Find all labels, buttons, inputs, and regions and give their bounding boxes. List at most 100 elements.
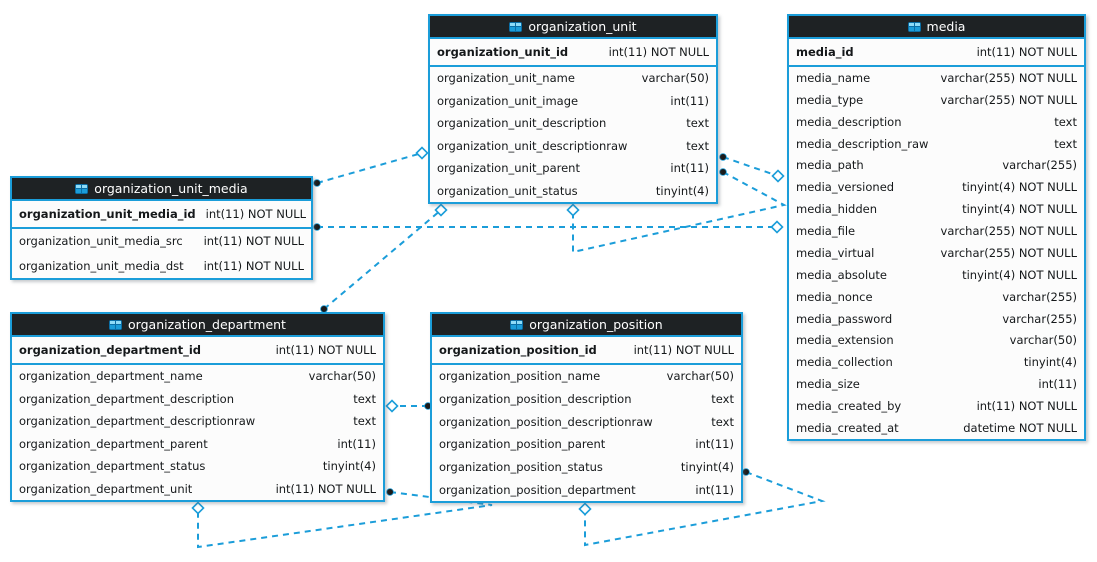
relation-endpoint-diamond bbox=[578, 502, 592, 516]
table-icon bbox=[509, 21, 523, 32]
column-type: int(11) bbox=[1038, 377, 1077, 392]
column-type: varchar(50) bbox=[666, 369, 734, 384]
relation-organization_department-to-organization_unit[interactable] bbox=[320, 203, 448, 313]
column-row: media_collection tinyint(4) bbox=[789, 351, 1084, 373]
column-row: organization_department_parent int(11) bbox=[12, 433, 383, 456]
column-type: text bbox=[686, 116, 709, 131]
table-media[interactable]: media media_id int(11) NOT NULL media_na… bbox=[787, 14, 1086, 441]
table-header[interactable]: media bbox=[789, 16, 1084, 39]
relation-organization_unit-to-media[interactable] bbox=[719, 153, 785, 183]
column-type: int(11) bbox=[695, 482, 734, 497]
relation-endpoint-circle bbox=[719, 168, 727, 176]
column-row: organization_position_status tinyint(4) bbox=[432, 456, 741, 479]
pk-column-type: int(11) NOT NULL bbox=[275, 343, 376, 357]
relation-endpoint-circle bbox=[742, 468, 750, 476]
table-header[interactable]: organization_unit bbox=[430, 16, 716, 39]
column-type: int(11) NOT NULL bbox=[203, 234, 304, 249]
relation-line[interactable] bbox=[323, 209, 442, 310]
column-row: media_nonce varchar(255) bbox=[789, 286, 1084, 308]
column-name: media_description_raw bbox=[796, 136, 929, 151]
primary-key-row: organization_unit_media_id int(11) NOT N… bbox=[12, 201, 311, 229]
column-name: organization_department_parent bbox=[19, 436, 208, 451]
relation-organization_unit_media-to-media[interactable] bbox=[313, 220, 784, 234]
column-name: media_file bbox=[796, 224, 856, 239]
table-icon bbox=[75, 183, 89, 194]
column-name: media_size bbox=[796, 377, 860, 392]
table-organization_unit[interactable]: organization_unit organization_unit_id i… bbox=[428, 14, 718, 204]
table-organization_position[interactable]: organization_position organization_posit… bbox=[430, 312, 743, 503]
column-row: organization_unit_name varchar(50) bbox=[430, 67, 716, 90]
column-name: organization_department_unit bbox=[19, 481, 193, 496]
relation-line[interactable] bbox=[722, 156, 779, 177]
column-row: organization_department_unit int(11) NOT… bbox=[12, 478, 383, 501]
pk-column-name: organization_department_id bbox=[19, 343, 202, 357]
column-type: int(11) bbox=[670, 93, 709, 108]
table-organization_unit_media[interactable]: organization_unit_media organization_uni… bbox=[10, 176, 313, 280]
column-name: media_type bbox=[796, 92, 864, 107]
column-name: media_absolute bbox=[796, 267, 888, 282]
column-type: varchar(255) bbox=[1002, 311, 1077, 326]
column-type: text bbox=[686, 138, 709, 153]
table-icon bbox=[907, 21, 921, 32]
relation-organization_unit-self-parent[interactable] bbox=[566, 168, 787, 254]
table-header[interactable]: organization_position bbox=[432, 314, 741, 337]
column-type: text bbox=[353, 414, 376, 429]
column-row: organization_department_status tinyint(4… bbox=[12, 455, 383, 478]
table-organization_department[interactable]: organization_department organization_dep… bbox=[10, 312, 385, 502]
column-type: varchar(255) NOT NULL bbox=[940, 224, 1077, 239]
column-row: organization_unit_image int(11) bbox=[430, 90, 716, 113]
column-name: organization_unit_media_dst bbox=[19, 258, 184, 273]
relation-line[interactable] bbox=[197, 491, 493, 549]
column-name: organization_position_name bbox=[439, 369, 601, 384]
relation-organization_position-to-organization_department[interactable] bbox=[385, 399, 432, 413]
column-type: varchar(50) bbox=[641, 71, 709, 86]
relation-endpoint-circle bbox=[386, 488, 394, 496]
column-name: organization_unit_parent bbox=[437, 161, 580, 176]
table-header[interactable]: organization_unit_media bbox=[12, 178, 311, 201]
table-icon bbox=[109, 319, 123, 330]
column-row: media_versioned tinyint(4) NOT NULL bbox=[789, 176, 1084, 198]
column-row: media_created_at datetime NOT NULL bbox=[789, 417, 1084, 439]
column-name: media_virtual bbox=[796, 245, 875, 260]
column-type: datetime NOT NULL bbox=[963, 420, 1077, 435]
column-type: int(11) NOT NULL bbox=[203, 258, 304, 273]
relation-endpoint-circle bbox=[719, 153, 727, 161]
column-type: text bbox=[353, 391, 376, 406]
table-header[interactable]: organization_department bbox=[12, 314, 383, 337]
relation-endpoint-diamond bbox=[385, 399, 399, 413]
column-row: media_password varchar(255) bbox=[789, 308, 1084, 330]
column-row: organization_unit_media_src int(11) NOT … bbox=[12, 229, 311, 254]
column-name: organization_unit_description bbox=[437, 116, 607, 131]
relation-organization_unit_media-to-organization_unit[interactable] bbox=[313, 146, 429, 187]
relation-endpoint-diamond bbox=[770, 220, 784, 234]
column-row: organization_position_name varchar(50) bbox=[432, 365, 741, 388]
column-name: organization_position_department bbox=[439, 482, 636, 497]
column-type: varchar(255) bbox=[1002, 158, 1077, 173]
column-name: organization_department_descriptionraw bbox=[19, 414, 256, 429]
relation-line[interactable] bbox=[572, 171, 787, 254]
column-name: organization_position_description bbox=[439, 392, 632, 406]
relation-line[interactable] bbox=[584, 471, 826, 547]
pk-column-name: organization_unit_id bbox=[437, 45, 569, 59]
column-type: tinyint(4) NOT NULL bbox=[962, 202, 1077, 217]
column-row: organization_department_name varchar(50) bbox=[12, 365, 383, 388]
column-type: int(11) bbox=[695, 437, 734, 452]
pk-column-type: int(11) NOT NULL bbox=[633, 343, 734, 357]
column-name: organization_position_status bbox=[439, 460, 603, 475]
column-name: organization_unit_name bbox=[437, 71, 575, 86]
relation-line[interactable] bbox=[316, 152, 423, 184]
column-name: organization_department_status bbox=[19, 459, 206, 474]
column-type: int(11) NOT NULL bbox=[275, 481, 376, 496]
column-name: media_versioned bbox=[796, 180, 895, 195]
table-rows: organization_position_name varchar(50) o… bbox=[432, 365, 741, 501]
column-row: organization_position_description text bbox=[432, 388, 741, 411]
relation-organization_position-self-parent[interactable] bbox=[578, 468, 826, 547]
column-row: media_created_by int(11) NOT NULL bbox=[789, 395, 1084, 417]
column-name: media_name bbox=[796, 70, 871, 85]
table-rows: organization_department_name varchar(50)… bbox=[12, 365, 383, 500]
column-name: organization_unit_status bbox=[437, 183, 578, 198]
column-row: organization_unit_media_dst int(11) NOT … bbox=[12, 254, 311, 279]
relation-organization_department-self-parent[interactable] bbox=[191, 488, 493, 549]
